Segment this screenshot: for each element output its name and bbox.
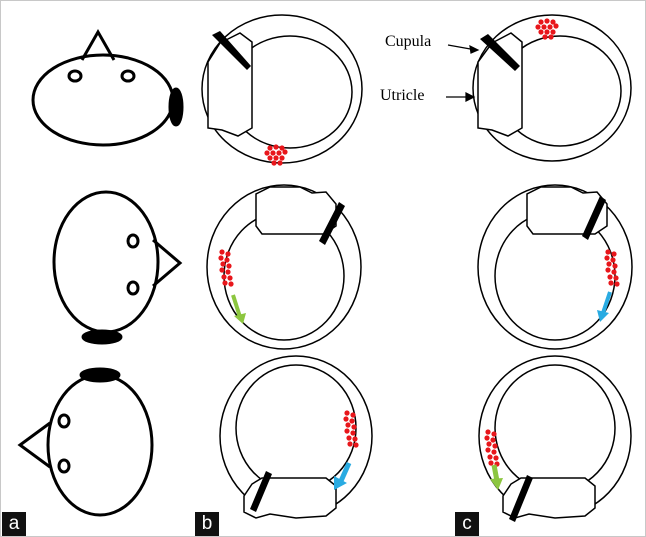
utricle-label: Utricle	[380, 87, 425, 104]
utricle-pointer	[446, 92, 476, 102]
arrow-green-b2	[231, 294, 246, 324]
cupula-label: Cupula	[385, 33, 432, 50]
canal-b2	[206, 184, 362, 350]
canal-c2	[477, 184, 633, 350]
panel-label-b: b	[195, 512, 219, 536]
canal-b1	[201, 14, 363, 164]
head-lying-nose-right	[52, 190, 183, 345]
arrow-blue-b3	[334, 461, 352, 490]
head-upright	[31, 28, 184, 147]
arrow-green-c3	[490, 464, 503, 490]
panel-label-a: a	[2, 512, 26, 536]
panel-label-c: c	[455, 512, 479, 536]
head-lying-nose-left	[17, 367, 154, 517]
cupula-pointer	[447, 44, 480, 54]
arrow-blue-c2	[597, 291, 612, 322]
canal-c3	[478, 355, 632, 522]
canal-c1	[472, 14, 632, 162]
